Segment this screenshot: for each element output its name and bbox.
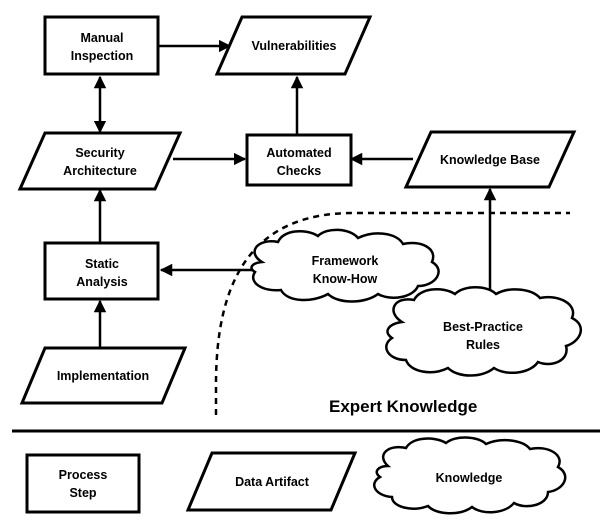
legend-label-line: Step (69, 486, 96, 500)
node-label-line: Know-How (313, 272, 378, 286)
node-knowledge-base: Knowledge Base (403, 130, 577, 189)
node-security-architecture: Security Architecture (17, 131, 183, 191)
node-label-line: Static (85, 257, 119, 271)
legend-label: Knowledge (436, 471, 503, 485)
node-label-line: Manual (80, 31, 123, 45)
node-label-line: Automated (266, 146, 331, 160)
node-label-line: Best-Practice (443, 320, 523, 334)
node-implementation: Implementation (19, 346, 188, 405)
node-label: Vulnerabilities (252, 39, 337, 53)
node-automated-checks: Automated Checks (245, 133, 353, 187)
legend-process-step: Process Step (25, 453, 141, 514)
node-label: Implementation (57, 369, 149, 383)
node-vulnerabilities: Vulnerabilities (214, 15, 373, 76)
legend-label: Data Artifact (235, 475, 310, 489)
node-label-line: Rules (466, 338, 500, 352)
legend-data-artifact: Data Artifact (185, 451, 358, 512)
node-label-line: Inspection (71, 49, 134, 63)
node-framework-knowhow: Framework Know-How (250, 228, 440, 303)
node-label-line: Checks (277, 164, 322, 178)
node-label-line: Analysis (76, 275, 127, 289)
expert-knowledge-label: Expert Knowledge (329, 397, 477, 416)
legend-knowledge: Knowledge (373, 436, 567, 515)
node-label-line: Security (75, 146, 124, 160)
node-static-analysis: Static Analysis (43, 241, 160, 301)
node-best-practice-rules: Best-Practice Rules (385, 286, 583, 377)
node-manual-inspection: Manual Inspection (43, 15, 160, 76)
node-label: Knowledge Base (440, 153, 540, 167)
expert-knowledge-boundary (214, 211, 570, 415)
legend-label-line: Process (59, 468, 108, 482)
node-label-line: Framework (312, 254, 379, 268)
node-label-line: Architecture (63, 164, 137, 178)
